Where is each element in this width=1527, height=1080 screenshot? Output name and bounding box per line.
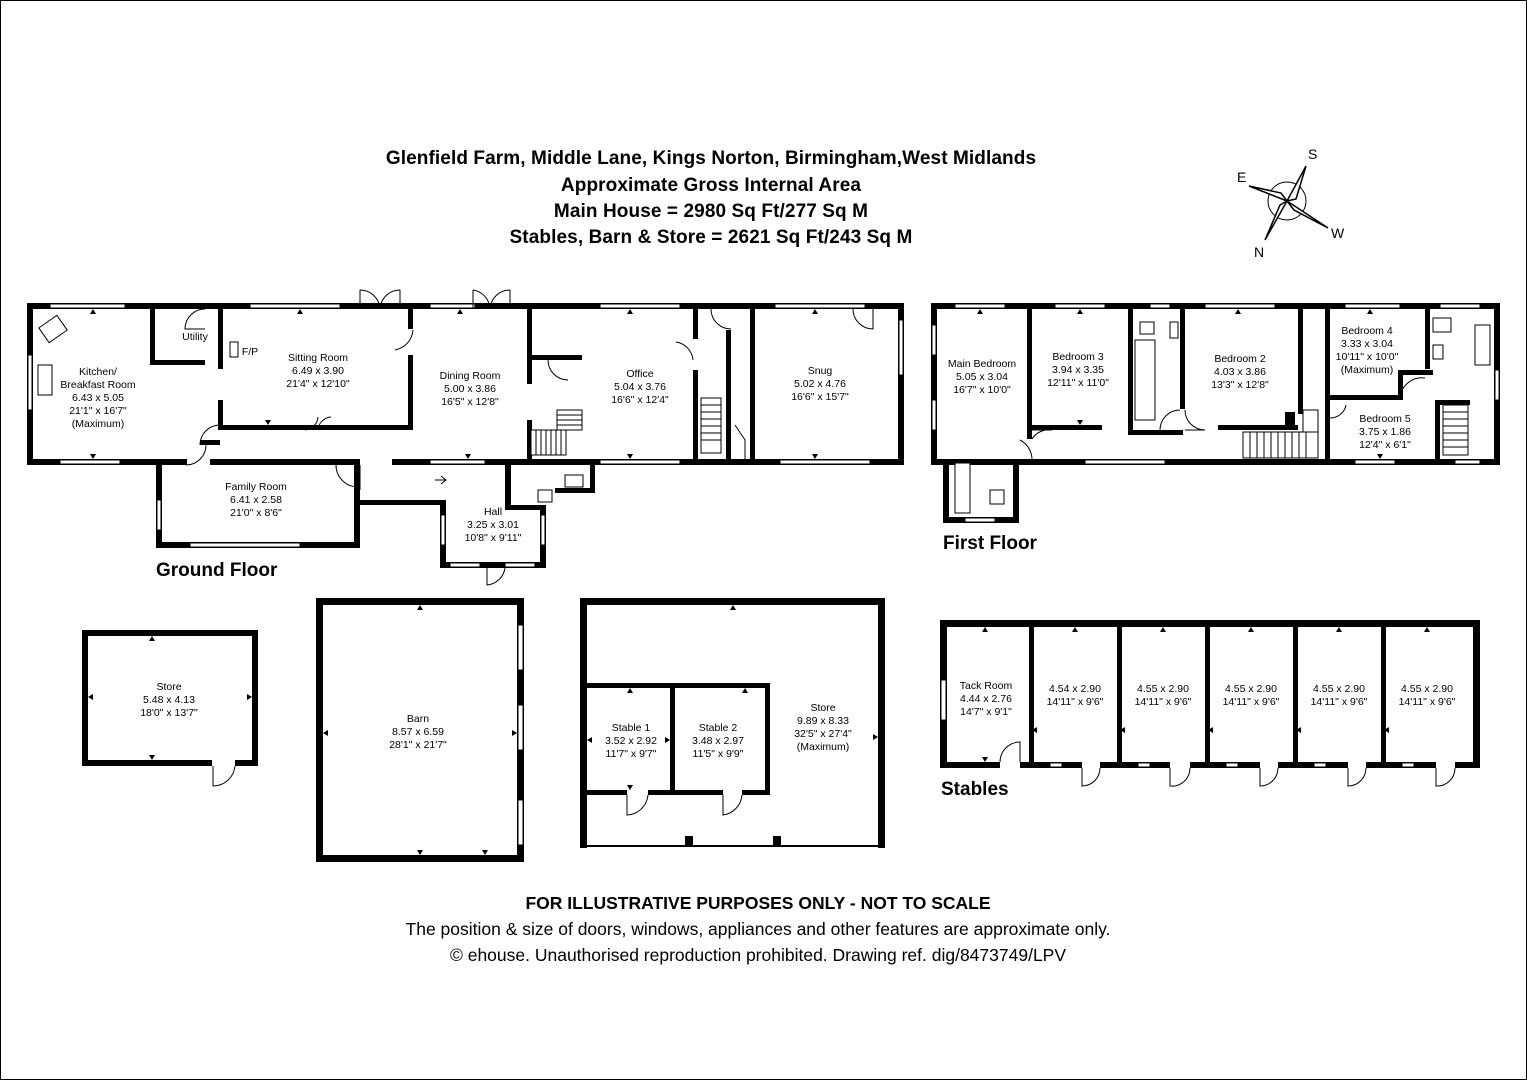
disclaimer: FOR ILLUSTRATIVE PURPOSES ONLY - NOT TO … xyxy=(525,893,991,913)
room-box5-metric: 4.55 x 2.90 xyxy=(1401,683,1453,695)
room-bedroom2-imperial: 13'3" x 12'8" xyxy=(1211,379,1269,391)
room-bedroom4-metric: 3.33 x 3.04 xyxy=(1341,338,1393,350)
room-family-imperial: 21'0" x 8'6" xyxy=(230,507,282,519)
room-sitting-name: Sitting Room xyxy=(288,352,348,364)
room-bedroom3-name: Bedroom 3 xyxy=(1052,351,1104,363)
compass-s: S xyxy=(1308,146,1317,162)
room-box1-metric: 4.54 x 2.90 xyxy=(1049,683,1101,695)
room-kitchen-name: Kitchen/ xyxy=(79,366,117,378)
room-bedroom5-name: Bedroom 5 xyxy=(1359,413,1411,425)
first-floor-label: First Floor xyxy=(943,533,1037,554)
property-address: Glenfield Farm, Middle Lane, Kings Norto… xyxy=(385,148,1037,169)
room-bedroom4-note: (Maximum) xyxy=(1341,364,1394,376)
room-box2-imperial: 14'11" x 9'6" xyxy=(1135,696,1192,708)
stables-label: Stables xyxy=(941,779,1009,800)
room-stable1-imperial: 11'7" x 9'7" xyxy=(606,748,657,760)
room-kitchen-metric: 6.43 x 5.05 xyxy=(72,392,124,404)
room-bedroom5-imperial: 12'4" x 6'1" xyxy=(1359,439,1411,451)
room-stable1-name: Stable 1 xyxy=(612,722,651,734)
room-office-name: Office xyxy=(626,368,653,380)
room-bedroom3-metric: 3.94 x 3.35 xyxy=(1052,364,1104,376)
main-house-area: Main House = 2980 Sq Ft/277 Sq M xyxy=(553,201,869,222)
room-tack-imperial: 14'7" x 9'1" xyxy=(960,706,1012,718)
room-kitchen-imperial: 21'1" x 16'7" xyxy=(69,405,127,417)
room-snug-name: Snug xyxy=(808,365,833,377)
room-tack-metric: 4.44 x 2.76 xyxy=(960,693,1012,705)
room-barn-name: Barn xyxy=(407,713,429,725)
room-bedroom3-imperial: 12'11" x 11'0" xyxy=(1047,377,1109,389)
room-hall-metric: 3.25 x 3.01 xyxy=(467,519,519,531)
room-bedroom4-imperial: 10'11" x 10'0" xyxy=(1336,351,1399,363)
room-box3-metric: 4.55 x 2.90 xyxy=(1225,683,1277,695)
room-stable2-imperial: 11'5" x 9'9" xyxy=(693,748,744,760)
room-dining-name: Dining Room xyxy=(440,370,501,382)
room-dining-imperial: 16'5" x 12'8" xyxy=(441,396,499,408)
area-title: Approximate Gross Internal Area xyxy=(560,175,862,196)
room-barn-imperial: 28'1" x 21'7" xyxy=(389,739,447,751)
room-sitting-imperial: 21'4" x 12'10" xyxy=(286,378,350,390)
room-store-large-name: Store xyxy=(810,702,835,714)
room-main-bedroom-imperial: 16'7" x 10'0" xyxy=(953,384,1011,396)
compass-e: E xyxy=(1237,169,1246,185)
stables-row-plan: Tack Room 4.44 x 2.76 14'7" x 9'1" 4.54 … xyxy=(940,620,1480,787)
room-tack-name: Tack Room xyxy=(960,680,1013,692)
room-family-name: Family Room xyxy=(225,481,287,493)
room-box3-imperial: 14'11" x 9'6" xyxy=(1223,696,1280,708)
room-bedroom5-metric: 3.75 x 1.86 xyxy=(1359,426,1411,438)
ground-floor-plan: Kitchen/ Breakfast Room 6.43 x 5.05 21'1… xyxy=(27,289,904,586)
outbuildings-area: Stables, Barn & Store = 2621 Sq Ft/243 S… xyxy=(509,227,913,248)
room-store-small-imperial: 18'0" x 13'7" xyxy=(140,707,198,719)
room-stable1-metric: 3.52 x 2.92 xyxy=(605,735,657,747)
room-hall-imperial: 10'8" x 9'11" xyxy=(465,532,522,544)
room-bedroom2-name: Bedroom 2 xyxy=(1214,353,1266,365)
room-family-metric: 6.41 x 2.58 xyxy=(230,494,282,506)
compass-w: W xyxy=(1331,225,1345,241)
room-hall-name: Hall xyxy=(484,506,502,518)
room-bedroom4-name: Bedroom 4 xyxy=(1341,325,1393,337)
room-box4-imperial: 14'11" x 9'6" xyxy=(1311,696,1368,708)
compass-n: N xyxy=(1254,244,1264,260)
room-box2-metric: 4.55 x 2.90 xyxy=(1137,683,1189,695)
room-snug-metric: 5.02 x 4.76 xyxy=(794,378,846,390)
large-store-plan: Stable 1 3.52 x 2.92 11'7" x 9'7" Stable… xyxy=(580,598,885,848)
room-main-bedroom-metric: 5.05 x 3.04 xyxy=(956,371,1008,383)
room-snug-imperial: 16'6" x 15'7" xyxy=(791,391,849,403)
room-utility-name: Utility xyxy=(182,331,208,343)
room-box4-metric: 4.55 x 2.90 xyxy=(1313,683,1365,695)
room-main-bedroom-name: Main Bedroom xyxy=(948,358,1017,370)
room-store-large-metric: 9.89 x 8.33 xyxy=(797,715,849,727)
ground-floor-label: Ground Floor xyxy=(156,560,278,581)
room-store-small-metric: 5.48 x 4.13 xyxy=(143,694,195,706)
room-sitting-metric: 6.49 x 3.90 xyxy=(292,365,344,377)
room-stable2-metric: 3.48 x 2.97 xyxy=(692,735,744,747)
room-office-metric: 5.04 x 3.76 xyxy=(614,381,666,393)
room-office-imperial: 16'6" x 12'4" xyxy=(611,394,669,406)
room-store-large-note: (Maximum) xyxy=(797,741,850,753)
barn-plan: Barn 8.57 x 6.59 28'1" x 21'7" xyxy=(316,598,524,862)
compass-icon: E S W N xyxy=(1237,146,1345,260)
room-kitchen-note: (Maximum) xyxy=(72,418,125,430)
room-barn-metric: 8.57 x 6.59 xyxy=(392,726,444,738)
room-stable2-name: Stable 2 xyxy=(699,722,738,734)
room-store-small-name: Store xyxy=(156,681,181,693)
room-bedroom2-metric: 4.03 x 3.86 xyxy=(1214,366,1266,378)
room-box1-imperial: 14'11" x 9'6" xyxy=(1047,696,1104,708)
room-dining-metric: 5.00 x 3.86 xyxy=(444,383,496,395)
room-store-large-imperial: 32'5" x 27'4" xyxy=(794,728,852,740)
small-store-plan: Store 5.48 x 4.13 18'0" x 13'7" xyxy=(82,630,258,787)
copyright-line: © ehouse. Unauthorised reproduction proh… xyxy=(449,945,1067,965)
approximation-note: The position & size of doors, windows, a… xyxy=(405,919,1111,939)
first-floor-plan: Main Bedroom 5.05 x 3.04 16'7" x 10'0" B… xyxy=(931,303,1500,523)
room-box5-imperial: 14'11" x 9'6" xyxy=(1399,696,1456,708)
room-fp-name: F/P xyxy=(242,346,258,358)
room-kitchen-name2: Breakfast Room xyxy=(60,379,136,391)
